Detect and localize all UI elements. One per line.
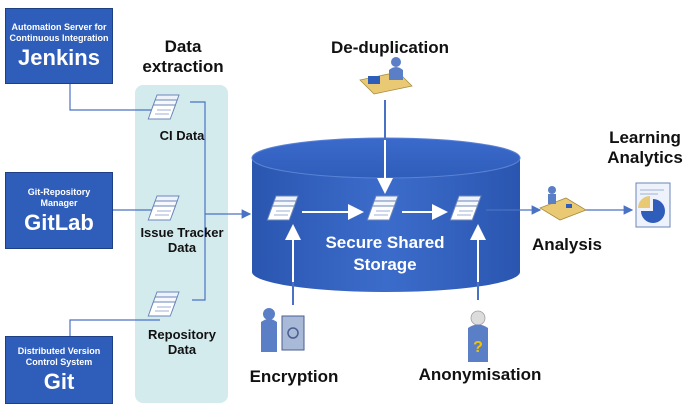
process-encryption-label: Encryption xyxy=(249,367,339,386)
report-pie-icon xyxy=(635,182,671,228)
source-jenkins-subtitle: Automation Server for Continuous Integra… xyxy=(9,22,109,43)
extraction-title: Data extraction xyxy=(142,37,224,76)
extraction-bracket xyxy=(190,101,206,301)
extraction-item-repository: Repository Data xyxy=(148,327,216,357)
source-gitlab-subtitle: Git-Repository Manager xyxy=(27,186,91,208)
git-connector xyxy=(69,319,160,336)
person-with-question-icon: ? xyxy=(468,310,488,362)
jenkins-connector xyxy=(69,84,160,111)
process-deduplication-label: De-duplication xyxy=(330,38,450,57)
source-gitlab-box: Git-Repository Manager GitLab xyxy=(5,172,113,249)
extraction-item-ci: CI Data xyxy=(159,128,205,143)
person-with-safe-icon xyxy=(261,308,305,352)
source-git-name: Git xyxy=(43,369,75,394)
storage-cylinder-body xyxy=(252,158,520,292)
extraction-item-issue-tracker: Issue Tracker Data xyxy=(140,225,224,255)
process-anonymisation-label: Anonymisation xyxy=(418,365,542,384)
source-jenkins-name: Jenkins xyxy=(18,45,100,70)
source-jenkins-box: Automation Server for Continuous Integra… xyxy=(5,8,113,84)
source-git-subtitle: Distributed Version Control System xyxy=(17,346,101,367)
process-analysis-label: Analysis xyxy=(532,235,602,254)
process-learning-analytics-label: Learning Analytics xyxy=(607,128,683,167)
storage-label: Secure Shared Storage xyxy=(325,233,445,275)
source-git-box: Distributed Version Control System Git xyxy=(5,336,113,404)
source-gitlab-name: GitLab xyxy=(24,209,94,235)
svg-text:?: ? xyxy=(473,339,483,356)
person-at-desk-icon xyxy=(359,57,413,95)
analysis-chart-icon xyxy=(539,186,587,221)
